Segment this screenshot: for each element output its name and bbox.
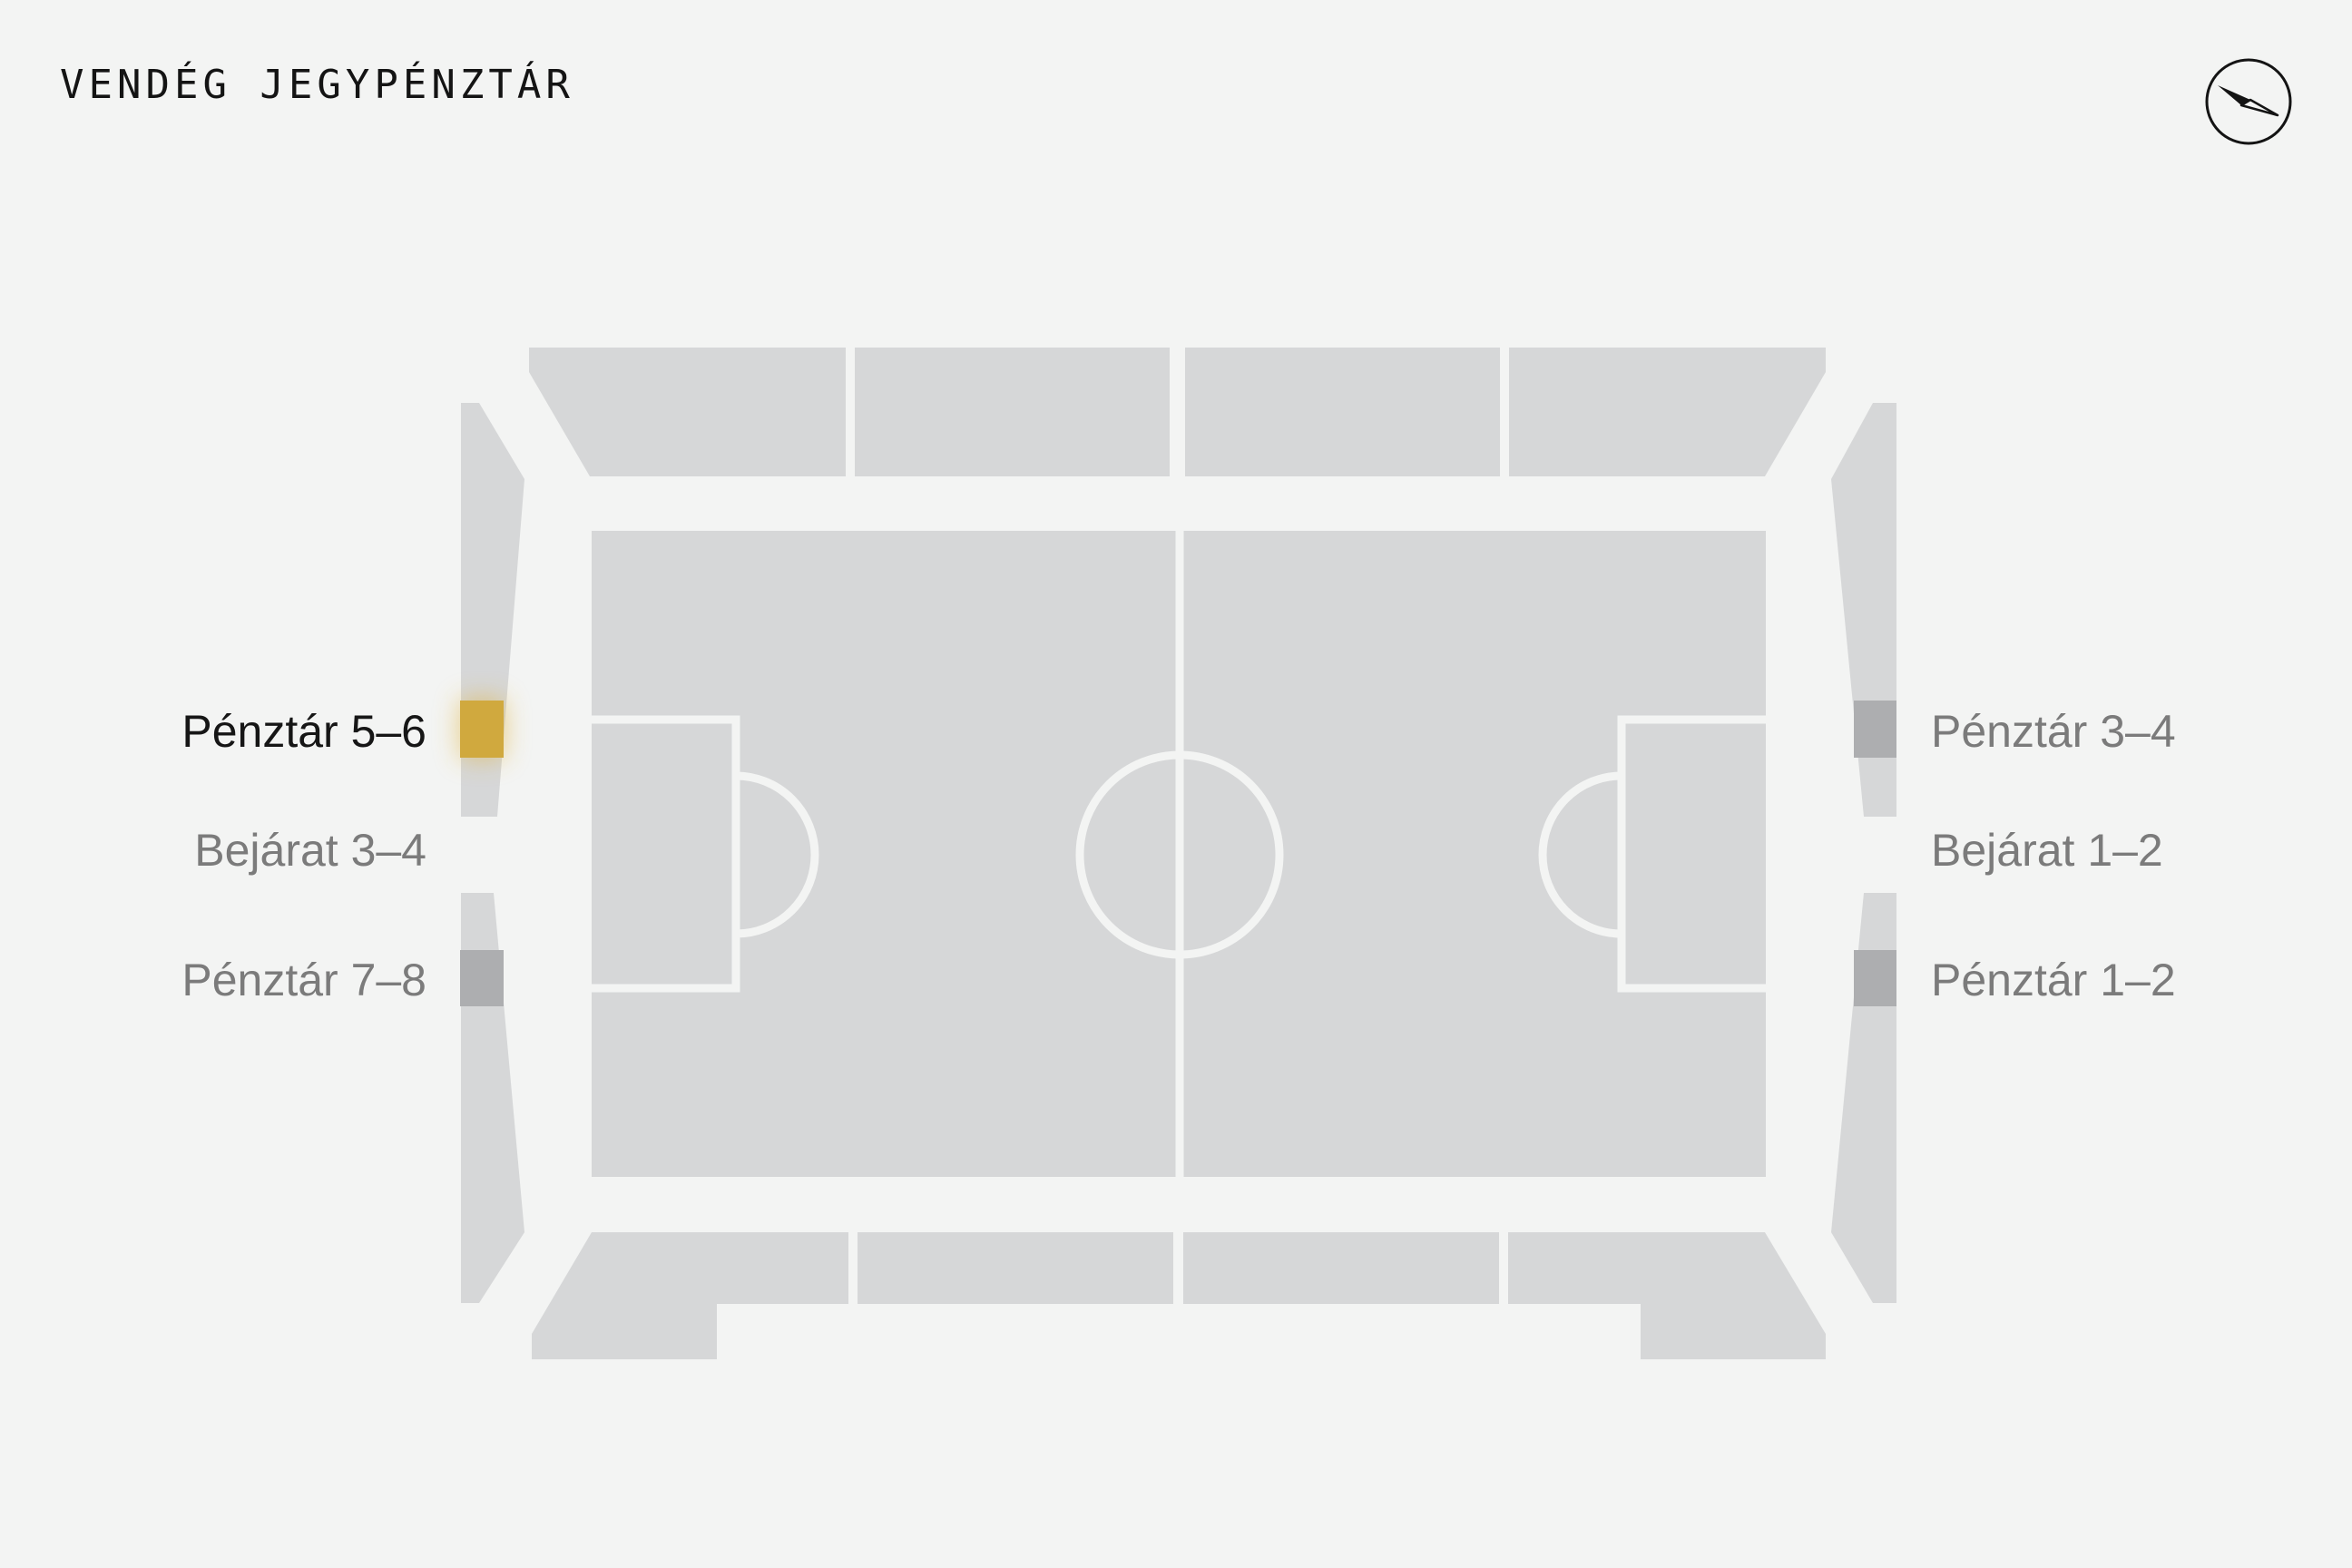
label-penztar-1-2[interactable]: Pénztár 1–2: [1931, 955, 2176, 1005]
stand-north-section-4: [1509, 348, 1826, 476]
label-bejarat-3-4[interactable]: Bejárat 3–4: [194, 825, 426, 876]
penalty-arc-left: [735, 771, 819, 938]
pitch: [592, 531, 1766, 1177]
label-penztar-3-4[interactable]: Pénztár 3–4: [1931, 706, 2176, 757]
booth-penztar-3-4[interactable]: [1854, 701, 1896, 758]
stand-north-section-3: [1185, 348, 1500, 476]
penalty-box-right: [1617, 715, 1766, 993]
stand-south: [532, 1232, 1826, 1359]
page-title: VENDÉG JEGYPÉNZTÁR: [60, 62, 574, 108]
label-bejarat-1-2[interactable]: Bejárat 1–2: [1931, 825, 2163, 876]
center-circle: [1075, 750, 1284, 959]
stand-north: [529, 348, 1826, 476]
penalty-arc-right: [1538, 771, 1622, 938]
compass-icon[interactable]: [2205, 58, 2292, 145]
label-penztar-7-8[interactable]: Pénztár 7–8: [181, 955, 426, 1005]
stand-south-section-3: [1183, 1232, 1499, 1304]
stand-west: [461, 403, 524, 1303]
stand-south-section-4: [1508, 1232, 1826, 1359]
booth-penztar-1-2[interactable]: [1854, 950, 1896, 1006]
stand-north-section-1: [529, 348, 846, 476]
booth-penztar-5-6[interactable]: [459, 699, 505, 759]
stand-north-section-2: [855, 348, 1170, 476]
label-penztar-5-6[interactable]: Pénztár 5–6: [181, 706, 426, 757]
stand-south-section-1: [532, 1232, 848, 1359]
penalty-box-left: [592, 715, 740, 993]
stand-south-section-2: [858, 1232, 1173, 1304]
booth-penztar-7-8[interactable]: [460, 950, 504, 1006]
stand-east: [1831, 403, 1896, 1303]
